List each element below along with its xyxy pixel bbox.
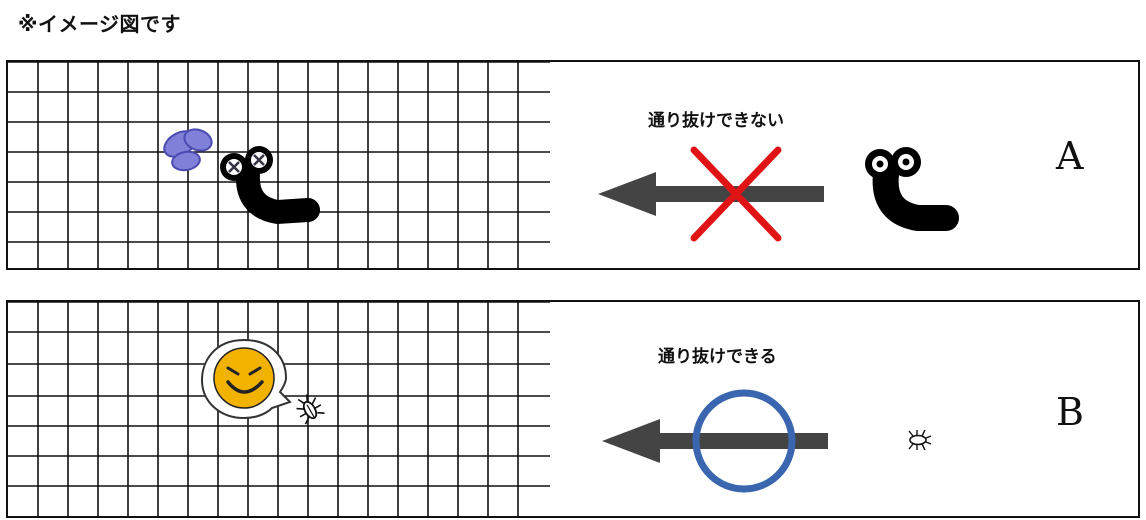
panel-b-caption: 通り抜けできる [658,347,777,367]
bump-splash-icon [163,128,213,172]
bug-icon-right [908,429,932,451]
arrow-left-icon [598,172,824,216]
mesh-grid-b [8,302,550,516]
image-note: ※イメージ図です [18,12,182,36]
panel-a-caption: 通り抜けできない [648,111,784,131]
panel-a-screen-too-fine: 通り抜けできない A [6,60,1140,270]
worm-icon [865,147,959,231]
panel-a-illustration [8,62,959,268]
panel-b-letter: B [1056,390,1084,434]
panel-b-screen-too-coarse: 通り抜けできる B [6,300,1140,518]
panel-b-illustration [8,302,932,516]
bug-icon [296,394,325,425]
circle-mark-icon [692,389,796,493]
stuck-worm-icon [220,146,320,225]
speech-bubble [200,338,292,420]
panel-a-letter: A [1056,134,1084,178]
grinning-face-icon [213,347,275,409]
cross-mark-icon [690,146,782,242]
mesh-grid-a [8,62,550,268]
